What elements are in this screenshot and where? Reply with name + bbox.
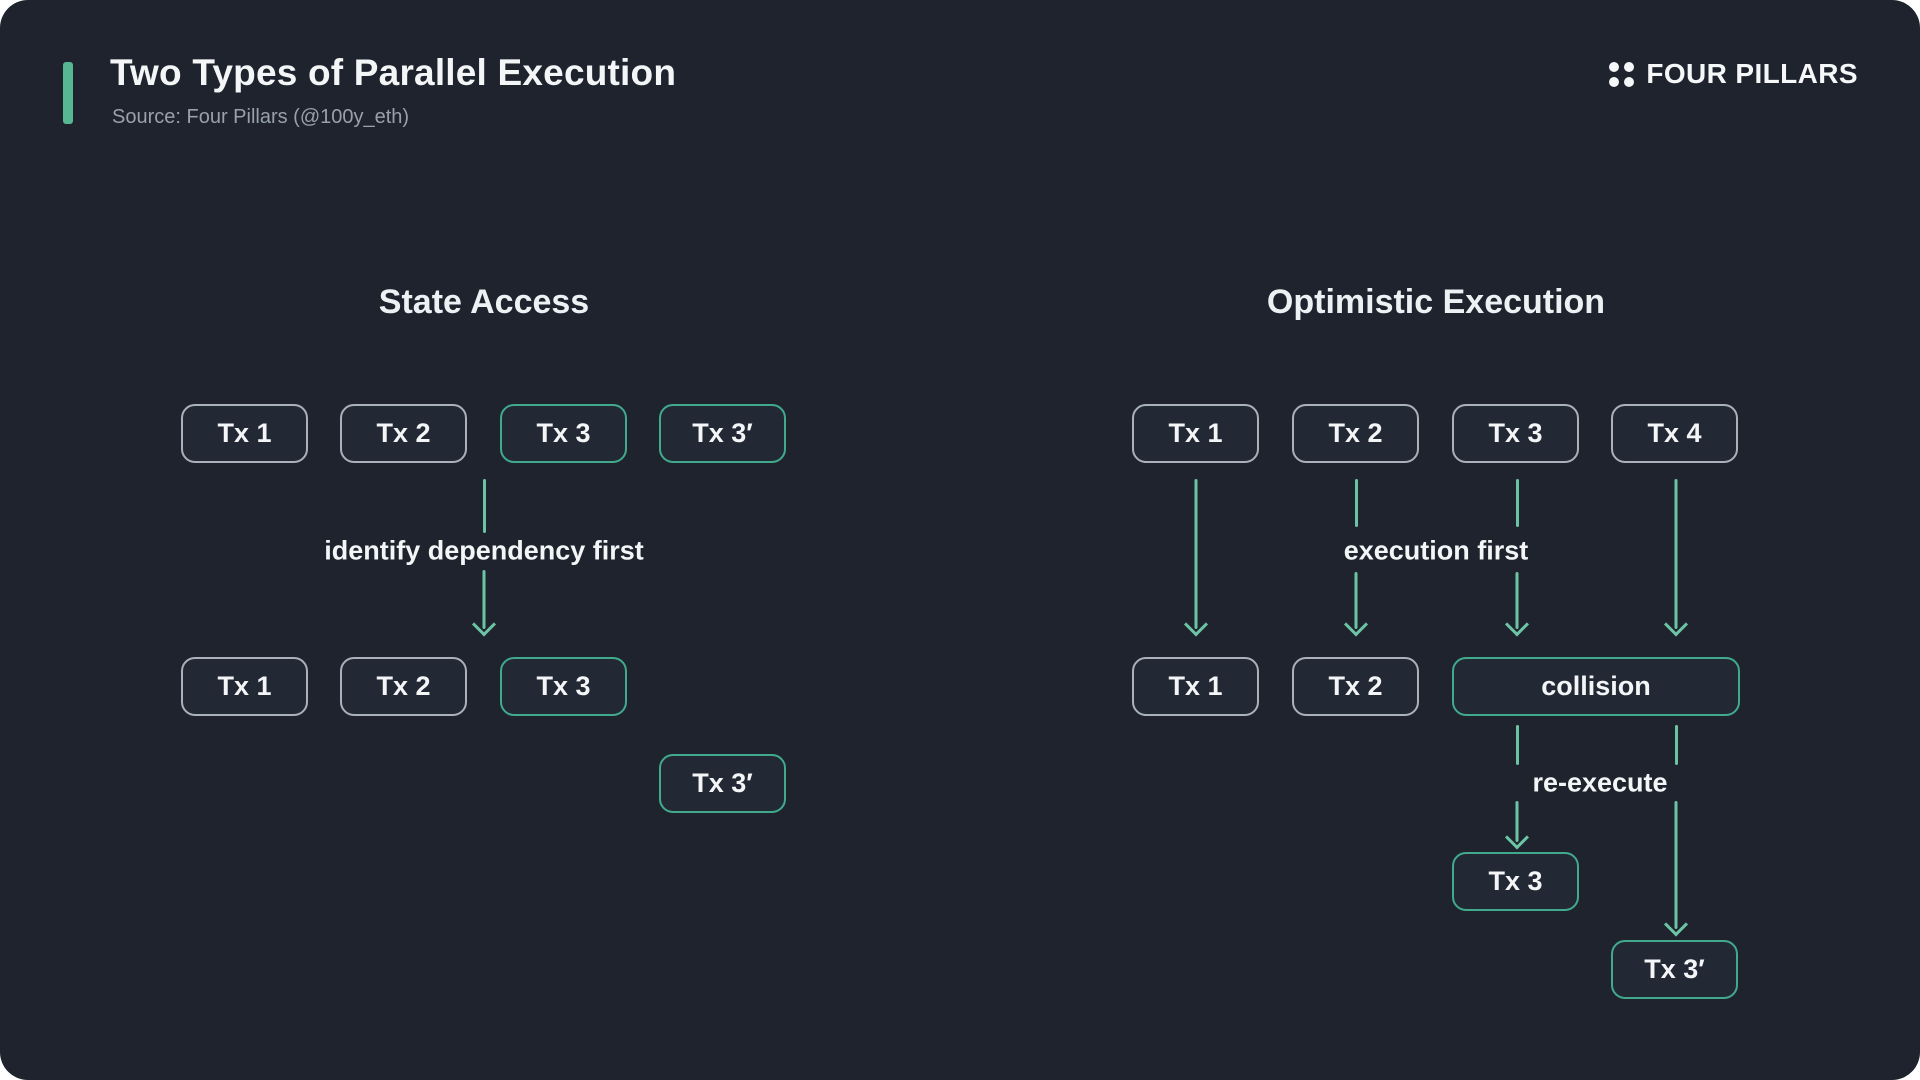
tx-box: Tx 1 [1132,657,1259,716]
arrow-down-icon [1663,801,1689,937]
tx-box: Tx 3′ [659,404,786,463]
tx-box: Tx 1 [1132,404,1259,463]
tx-box: Tx 3′ [1611,940,1738,999]
title-accent-bar [63,62,73,124]
arrow-down-icon [471,570,497,637]
arrow-segment [1674,725,1678,765]
arrow-down-icon [1663,479,1689,637]
four-dots-icon [1609,61,1635,87]
arrow-segment [482,479,486,533]
arrow-down-icon [1343,572,1369,637]
arrow-down-icon [1183,479,1209,637]
tx-box: Tx 2 [340,657,467,716]
page-title: Two Types of Parallel Execution [110,52,677,93]
section-heading-optimistic-execution: Optimistic Execution [1266,283,1606,321]
section-heading-state-access: State Access [378,283,590,321]
tx-box: Tx 3′ [659,754,786,813]
tx-box: Tx 2 [1292,404,1419,463]
tx-box: Tx 3 [1452,404,1579,463]
tx-box: Tx 2 [340,404,467,463]
tx-box: Tx 3 [500,404,627,463]
tx-box: Tx 1 [181,404,308,463]
tx-box: Tx 3 [1452,852,1579,911]
arrow-down-icon [1504,572,1530,637]
arrow-down-icon [1504,801,1530,850]
arrow-segment [1515,479,1519,527]
tx-box: Tx 2 [1292,657,1419,716]
tx-box: Tx 1 [181,657,308,716]
arrow-label: execution first [1343,535,1529,566]
brand-name: FOUR PILLARS [1646,58,1858,89]
arrow-label: re-execute [1532,767,1668,798]
tx-box: Tx 3 [500,657,627,716]
source-credit: Source: Four Pillars (@100y_eth) [112,106,410,128]
arrow-segment [1354,479,1358,527]
tx-box: Tx 4 [1611,404,1738,463]
brand-logo: FOUR PILLARS [1609,58,1858,90]
arrow-label: identify dependency first [324,535,644,566]
arrow-segment [1515,725,1519,765]
collision-box: collision [1452,657,1740,716]
